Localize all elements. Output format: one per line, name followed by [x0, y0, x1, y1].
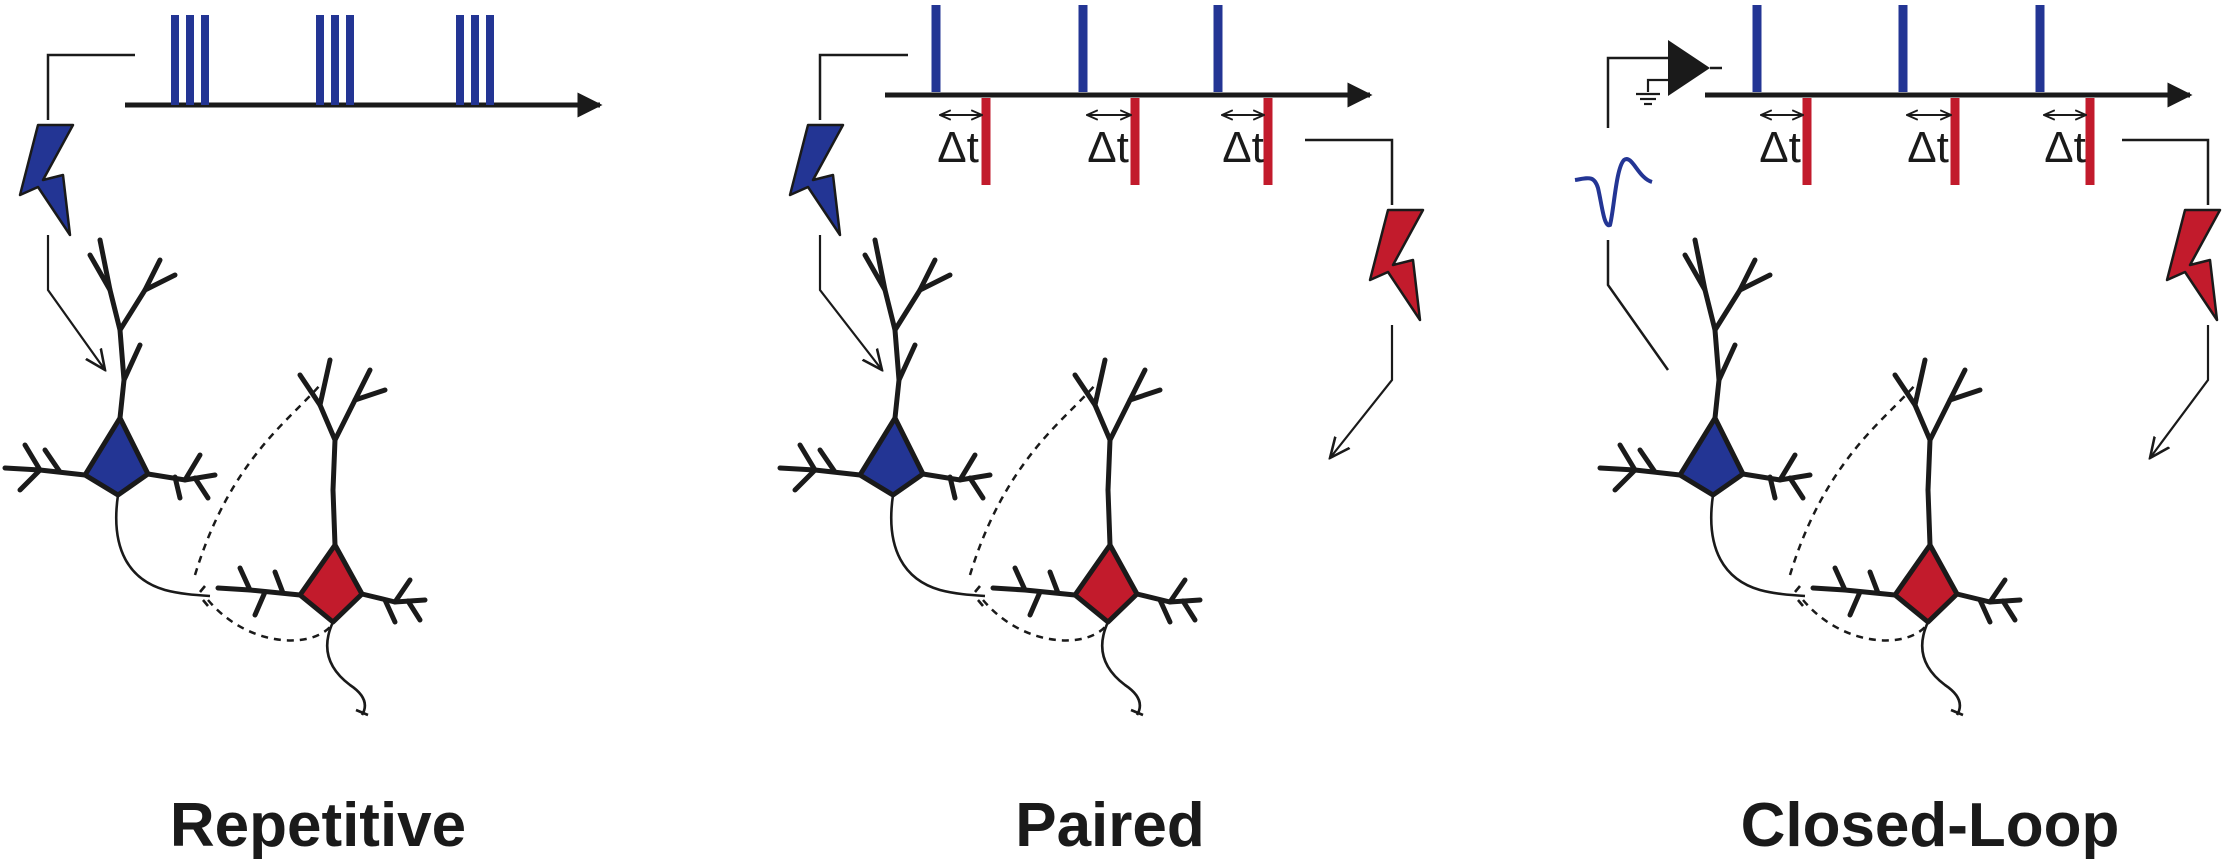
- postsynaptic-spikes: [981, 98, 1273, 185]
- blue-lightning-bolt-icon: [788, 123, 845, 237]
- amplifier-input-line: [1606, 56, 1668, 128]
- stimulus-target-arrow-blue: [818, 235, 882, 370]
- blue-lightning-bolt-icon: [18, 123, 75, 237]
- panel-repetitive: Repetitive: [5, 15, 603, 860]
- delay-label: Δt: [1087, 123, 1129, 172]
- delay-label: Δt: [1759, 123, 1801, 172]
- presynaptic-spike-bursts: [171, 15, 494, 105]
- delay-label: Δt: [1907, 123, 1949, 172]
- waveform-icon: [1574, 157, 1653, 228]
- presynaptic-spikes: [1752, 5, 2045, 92]
- stimulus-target-arrow-red: [1330, 325, 1394, 458]
- stimulus-target-arrow-red: [2150, 325, 2210, 458]
- delay-label: Δt: [937, 123, 979, 172]
- stimulus-lead-line-red: [1305, 138, 1394, 205]
- delay-label: Δt: [2044, 123, 2086, 172]
- stimulus-lead-line-red: [2122, 138, 2210, 205]
- panel-paired: Δt Δt Δt Paired: [780, 5, 1425, 860]
- panel-closed-loop: Δt Δt Δt Closed-Loop: [1574, 5, 2222, 860]
- red-lightning-bolt-icon: [1368, 208, 1425, 322]
- panel-label-repetitive: Repetitive: [170, 791, 466, 860]
- feedback-lead-line: [1606, 240, 1670, 371]
- stimulus-target-arrow: [46, 235, 105, 370]
- stimulus-lead-line: [46, 53, 135, 120]
- ground-symbol-icon: [1636, 78, 1668, 106]
- panel-label-paired: Paired: [1015, 791, 1205, 860]
- red-lightning-bolt-icon: [2165, 208, 2222, 322]
- delay-label: Δt: [1222, 123, 1264, 172]
- stimulus-lead-line-blue: [818, 53, 908, 120]
- amplifier-triangle-icon: [1668, 40, 1710, 96]
- postsynaptic-spikes: [1802, 98, 2095, 185]
- neuron-pair: [1600, 240, 2020, 715]
- neuron-pair: [780, 240, 1200, 715]
- presynaptic-spikes: [931, 5, 1223, 92]
- neuron-pair: [5, 240, 425, 715]
- panel-label-closed-loop: Closed-Loop: [1741, 791, 2120, 860]
